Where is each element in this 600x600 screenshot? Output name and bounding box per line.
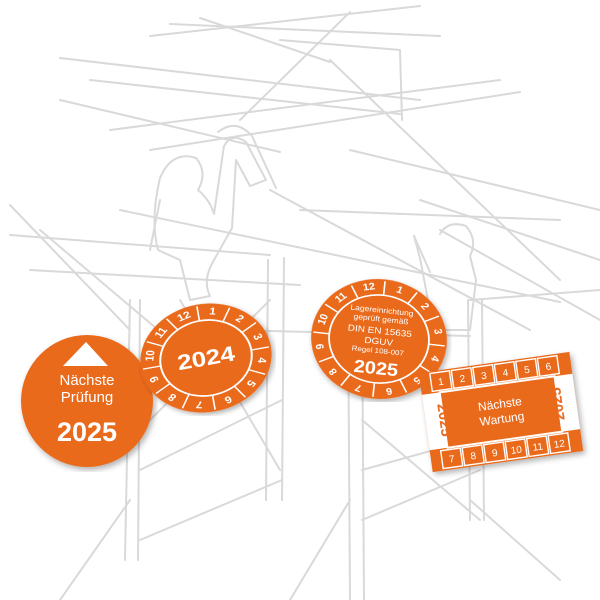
wheel2024-month-10: 10 — [143, 350, 158, 362]
wheel2025-month-7: 7 — [353, 381, 363, 393]
wheel2024-divider — [211, 395, 216, 410]
sticker4-year-right: 2025 — [547, 386, 568, 421]
sticker4-line1: Nächste — [477, 394, 523, 414]
wartung-bottom-cell-10 — [504, 438, 528, 461]
wheel2024-month-12: 12 — [175, 309, 192, 324]
sticker1-line1: Nächste — [59, 372, 114, 389]
wartung-bottom-cell-8 — [461, 444, 485, 467]
wheel2025-divider — [318, 355, 334, 363]
wartung-bottom-month-10: 10 — [510, 444, 523, 457]
wheel2024-divider — [142, 365, 161, 370]
wheel2025-divider — [372, 382, 376, 397]
wheel2025-divider — [407, 292, 418, 305]
wartung-bottom-cell-7 — [439, 447, 464, 470]
wheel2025-month-1: 1 — [395, 285, 405, 297]
wheel2024-month-7: 7 — [195, 399, 203, 410]
wartung-bottom-month-11: 11 — [532, 441, 544, 453]
wartung-bottom-cell-9 — [482, 441, 507, 464]
wheel2024-divider — [196, 306, 201, 321]
wartung-top-cell-3 — [472, 363, 496, 387]
wartung-top-cell-5 — [515, 357, 539, 381]
sticker4-line2: Wartung — [479, 409, 525, 429]
wheel2024-month-4: 4 — [254, 357, 268, 364]
wartung-bottom-month-7: 7 — [448, 454, 455, 466]
wheel2024-divider — [251, 346, 270, 351]
wheel2025-month-12: 12 — [362, 282, 376, 294]
wheel2024-divider — [241, 322, 257, 333]
sticker3-line4: DGUV — [364, 334, 395, 347]
wheel2025-month-2: 2 — [418, 302, 431, 313]
sticker1-year: 2025 — [57, 417, 117, 447]
wheel2024-divider — [181, 393, 190, 409]
wartung-top-cell-2 — [450, 366, 475, 390]
wartung-top-month-4: 4 — [502, 368, 509, 380]
wheel2024-month-9: 9 — [147, 374, 162, 384]
wheel2025-month-6: 6 — [385, 385, 393, 396]
wheel2024-divider — [222, 307, 231, 323]
wartung-bottom-month-12: 12 — [553, 438, 566, 451]
wartung-top-month-2: 2 — [459, 374, 466, 386]
wartung-bottom-cell-12 — [547, 432, 571, 455]
wheel2024-month-11: 11 — [152, 326, 170, 341]
wartung-top-month-5: 5 — [524, 365, 531, 377]
wheel2025-month-3: 3 — [431, 328, 444, 335]
wheel2024-divider — [146, 341, 164, 347]
wheel2025-month-8: 8 — [327, 366, 340, 377]
wartung-bottom-month-8: 8 — [470, 451, 477, 463]
wartung-bottom-cell-11 — [525, 435, 550, 458]
wheel2024-month-1: 1 — [208, 306, 216, 317]
wheel2025-divider — [313, 331, 330, 335]
sticker3-year: 2025 — [353, 356, 399, 380]
sticker4-year-left: 2025 — [433, 402, 454, 437]
wheel2025-divider — [382, 281, 386, 296]
wheel2024-divider — [165, 318, 179, 331]
wheel2025-month-4: 4 — [428, 354, 441, 363]
wheel2025-divider — [350, 285, 359, 299]
wheel2024-divider — [248, 369, 266, 375]
wheel2025-divider — [340, 373, 351, 386]
wheel2024-month-3: 3 — [250, 332, 265, 342]
wheel2024-divider — [155, 383, 171, 394]
wartung-top-cell-6 — [536, 354, 561, 378]
wheel2025-month-10: 10 — [316, 313, 331, 327]
wheel2025-divider — [424, 315, 440, 323]
wheel2024-month-6: 6 — [222, 393, 233, 405]
wartung-top-month-6: 6 — [545, 362, 552, 374]
wartung-top-cell-1 — [429, 369, 453, 393]
white-triangle-icon — [63, 342, 108, 366]
wheel2025-divider — [324, 303, 339, 314]
wheel2025-divider — [399, 379, 408, 393]
wheel2025-month-5: 5 — [410, 374, 422, 386]
sticker1-line2: Prüfung — [61, 389, 114, 406]
sticker-naechste-pruefung: Nächste Prüfung 2025 — [21, 335, 153, 467]
wartung-bottom-month-9: 9 — [491, 448, 498, 460]
wartung-top-month-1: 1 — [438, 377, 445, 389]
wartung-top-cell-4 — [493, 360, 518, 384]
wartung-top-month-3: 3 — [481, 371, 488, 383]
wheel2024-divider — [233, 385, 247, 398]
wheel2025-divider — [428, 343, 445, 347]
wheel2024-month-5: 5 — [243, 378, 257, 389]
wheel2025-month-9: 9 — [315, 343, 328, 350]
